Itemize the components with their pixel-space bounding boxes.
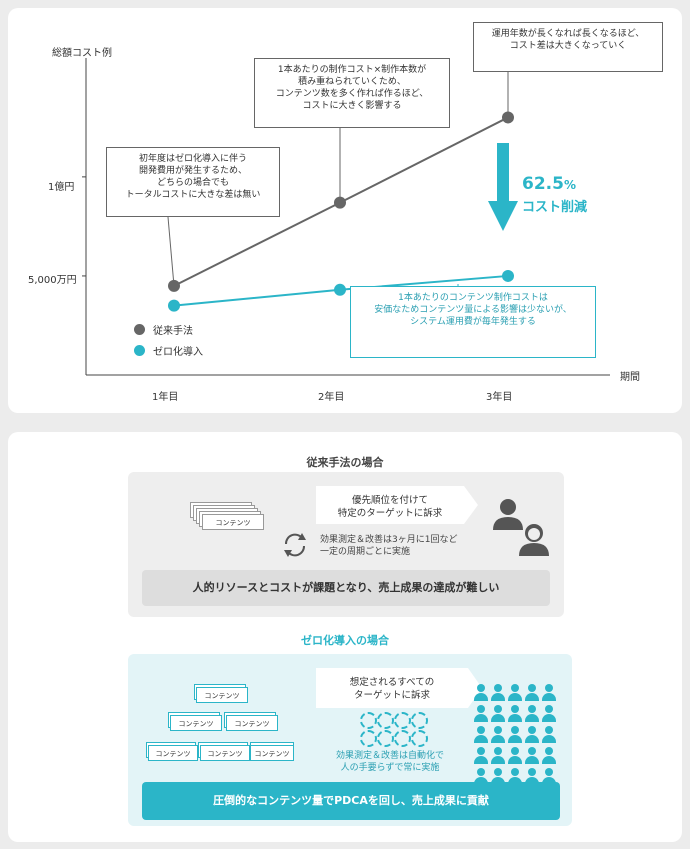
content-card-label: コンテンツ: [226, 715, 278, 731]
zero-title: ゼロ化導入の場合: [301, 634, 389, 647]
callout-leader-line: [167, 216, 175, 286]
cycle-icon: [394, 712, 411, 729]
person-icon: [474, 726, 488, 744]
traditional-title: 従来手法の場合: [306, 456, 384, 469]
x-axis-label: 期間: [620, 372, 640, 383]
person-icon: [508, 768, 522, 786]
legend-zero: ゼロ化導入: [134, 343, 203, 358]
content-card-label: コンテンツ: [170, 715, 222, 731]
callout-year1: 初年度はゼロ化導入に伴う 開発費用が発生するため、 どちらの場合でも トータルコ…: [106, 147, 280, 217]
legend-dot-icon: [134, 345, 145, 356]
zero-conclusion: 圧倒的なコンテンツ量でPDCAを回し、売上成果に貢献: [142, 782, 560, 820]
cycle-icons-group: [360, 712, 430, 748]
arrow-tip-icon: [464, 486, 478, 524]
cost-chart-card: 総額コスト例 期間 1億円 5,000万円 1年目 2年目 3年目 初年度はゼロ…: [8, 8, 682, 413]
cycle-icon: [284, 533, 306, 557]
comparison-card: 従来手法の場合 コンテンツ 優先順位を付けて 特定のターゲットに訴求 効果測定＆…: [8, 432, 682, 842]
traditional-panel: コンテンツ 優先順位を付けて 特定のターゲットに訴求 効果測定＆改善は3ヶ月に1…: [128, 472, 564, 617]
cycle-icon: [377, 712, 394, 729]
person-female-icon: [519, 524, 549, 556]
y-axis-label: 総額コスト例: [52, 48, 112, 59]
person-icon: [491, 684, 505, 702]
reduction-unit: %: [563, 178, 576, 192]
callout-year2: 1本あたりの制作コスト×制作本数が 積み重ねられていくため、 コンテンツ数を多く…: [254, 58, 450, 128]
cycle-icon: [377, 730, 394, 747]
person-icon: [542, 705, 556, 723]
content-card-label: コンテンツ: [196, 687, 248, 703]
content-card-label: コンテンツ: [148, 745, 198, 761]
person-icon: [542, 747, 556, 765]
legend-dot-icon: [134, 324, 145, 335]
y-tick-label: 5,000万円: [28, 275, 77, 286]
person-icon: [542, 768, 556, 786]
data-point: [502, 111, 514, 124]
data-point: [502, 269, 514, 282]
person-icon: [508, 747, 522, 765]
person-icon: [525, 684, 539, 702]
x-tick-label: 2年目: [318, 392, 345, 403]
person-icon: [508, 705, 522, 723]
callout-zero: 1本あたりのコンテンツ制作コストは 安価なためコンテンツ量による影響は少ないが、…: [350, 286, 596, 358]
data-point: [168, 279, 180, 292]
person-icon: [474, 768, 488, 786]
person-icon: [491, 705, 505, 723]
cycle-icon: [411, 712, 428, 729]
person-icon: [491, 726, 505, 744]
data-point: [334, 196, 346, 209]
cycle-icon: [394, 730, 411, 747]
arrow-tip-icon: [468, 668, 482, 708]
legend-label: ゼロ化導入: [153, 347, 203, 358]
data-point: [168, 299, 180, 312]
person-icon: [491, 747, 505, 765]
zero-arrow-box: 想定されるすべての ターゲットに訴求: [316, 668, 468, 708]
reduction-badge: 62.5% コスト削減: [522, 174, 587, 215]
callout-year3: 運用年数が長くなれば長くなるほど、 コスト差は大きくなっていく: [473, 22, 663, 72]
person-icon: [474, 747, 488, 765]
person-icon: [542, 684, 556, 702]
traditional-conclusion: 人的リソースとコストが課題となり、売上成果の達成が難しい: [142, 570, 550, 606]
content-card-label: コンテンツ: [200, 745, 250, 761]
data-point: [334, 283, 346, 296]
legend-traditional: 従来手法: [134, 322, 193, 337]
x-tick-label: 1年目: [152, 392, 179, 403]
x-tick-label: 3年目: [486, 392, 513, 403]
content-pyramid-icon: コンテンツ コンテンツ コンテンツ コンテンツ コンテンツ コンテンツ: [146, 684, 296, 804]
cycle-icon: [360, 730, 377, 747]
crowd-people-icons: [474, 684, 558, 792]
line-chart: [82, 58, 610, 376]
cycle-icon: [360, 712, 377, 729]
traditional-arrow-box: 優先順位を付けて 特定のターゲットに訴求: [316, 486, 464, 524]
content-card-label: コンテンツ: [250, 745, 294, 761]
traditional-cycle-text: 効果測定＆改善は3ヶ月に1回など 一定の周期ごとに実施: [320, 535, 458, 557]
person-icon: [474, 684, 488, 702]
person-icon: [508, 684, 522, 702]
person-icon: [525, 768, 539, 786]
reduction-label: コスト削減: [522, 200, 588, 215]
reduction-percent: 62.5: [522, 174, 564, 194]
zero-cycle-text: 効果測定＆改善は自動化で 人の手要らずで常に実施: [336, 751, 445, 773]
person-icon: [491, 768, 505, 786]
cycle-icon: [411, 730, 428, 747]
content-card-label: コンテンツ: [202, 514, 264, 530]
person-icon: [525, 726, 539, 744]
legend-label: 従来手法: [153, 326, 193, 337]
person-icon: [542, 726, 556, 744]
zero-panel: コンテンツ コンテンツ コンテンツ コンテンツ コンテンツ コンテンツ 想定され…: [128, 654, 572, 826]
y-tick-label: 1億円: [48, 182, 75, 193]
person-icon: [493, 499, 523, 530]
person-icon: [525, 705, 539, 723]
person-icon: [474, 705, 488, 723]
person-icon: [525, 747, 539, 765]
person-icon: [508, 726, 522, 744]
reduction-arrow-icon: [488, 143, 518, 239]
